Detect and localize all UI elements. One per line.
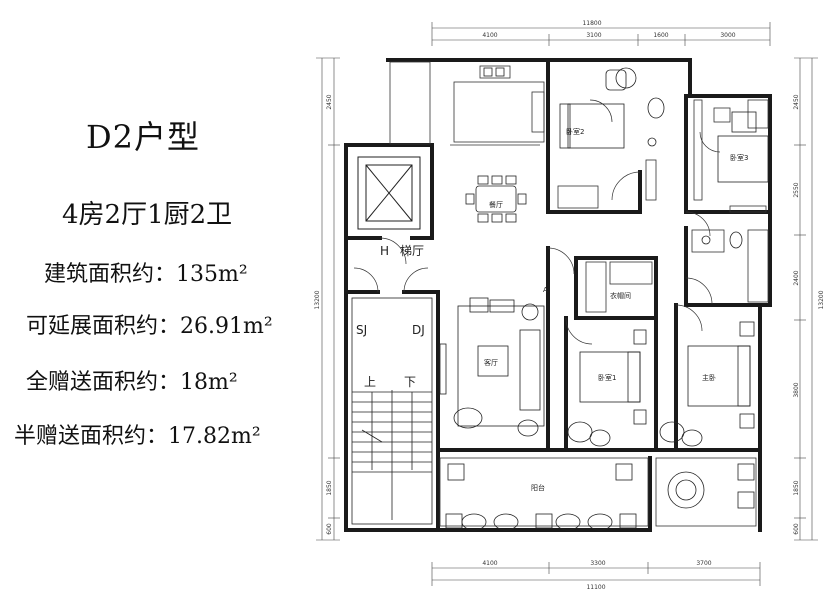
room-label-elevator-hall: 梯厅: [400, 244, 424, 258]
area-value: 135m²: [176, 262, 248, 287]
room-label-bedroom1: 卧室1: [598, 373, 616, 382]
dim-right-part: 2400: [793, 270, 800, 285]
room-label-bedroom3: 卧室3: [730, 153, 748, 162]
door-swings: [353, 99, 721, 345]
room-label-dining: 餐厅: [489, 200, 503, 209]
furniture: [439, 67, 769, 531]
area-line-building: 建筑面积约：135m²: [44, 256, 248, 288]
dim-right-part: 2550: [793, 182, 800, 197]
dim-right-part: 3800: [793, 382, 800, 397]
dim-top-part: 3000: [720, 32, 735, 39]
area-value: 17.82m²: [168, 424, 261, 449]
stair-up-label: 上: [364, 375, 376, 389]
dim-left-total: 13200: [314, 290, 321, 309]
dim-left-part: 1850: [326, 480, 333, 495]
area-line-extendable: 可延展面积约：26.91m²: [26, 308, 273, 340]
dim-bottom-part: 3700: [696, 560, 711, 567]
dim-right-total: 13200: [818, 290, 825, 309]
dim-right-part: 1850: [793, 480, 800, 495]
room-label-balcony: 阳台: [531, 483, 545, 492]
dim-left-part: 600: [326, 523, 333, 535]
dimension-lines: [316, 22, 818, 586]
dim-top-part: 1600: [653, 32, 668, 39]
dim-right-part: 2450: [793, 94, 800, 109]
area-label: 可延展面积约：: [26, 314, 181, 339]
h-mark: H: [380, 244, 389, 258]
dim-bottom-total: 11100: [586, 584, 605, 591]
area-value: 26.91m²: [180, 314, 273, 339]
walls: [344, 58, 772, 532]
thin-details: [389, 61, 769, 527]
area-label: 全赠送面积约：: [26, 370, 181, 395]
area-label: 半赠送面积约：: [14, 424, 169, 449]
dim-bottom-part: 3300: [590, 560, 605, 567]
area-value: 18m²: [180, 370, 238, 395]
area-label: 建筑面积约：: [44, 262, 177, 287]
room-label-bedroom2: 卧室2: [566, 127, 584, 136]
dj-mark: DJ: [412, 323, 425, 337]
room-label-living: 客厅: [484, 358, 498, 367]
dim-right-part: 600: [793, 523, 800, 535]
room-label-master: 主卧: [702, 373, 716, 382]
a-mark: A: [543, 286, 548, 294]
sj-mark: SJ: [356, 323, 367, 337]
stair-down-label: 下: [404, 375, 416, 389]
dim-top-part: 4100: [482, 32, 497, 39]
area-line-full-gift: 全赠送面积约：18m²: [26, 364, 238, 396]
dim-bottom-part: 4100: [482, 560, 497, 567]
unit-layout-label: 4房2厅1厨2卫: [62, 200, 233, 230]
unit-type-title: D2户型: [86, 118, 201, 156]
area-line-half-gift: 半赠送面积约：17.82m²: [14, 418, 261, 450]
elevator-symbol: [357, 156, 421, 230]
stair-symbol: [351, 297, 433, 525]
dim-left-part: 2450: [326, 94, 333, 109]
dim-top-part: 3100: [586, 32, 601, 39]
room-label-cloakroom: 衣帽间: [610, 291, 631, 300]
dim-top-total: 11800: [582, 20, 601, 27]
